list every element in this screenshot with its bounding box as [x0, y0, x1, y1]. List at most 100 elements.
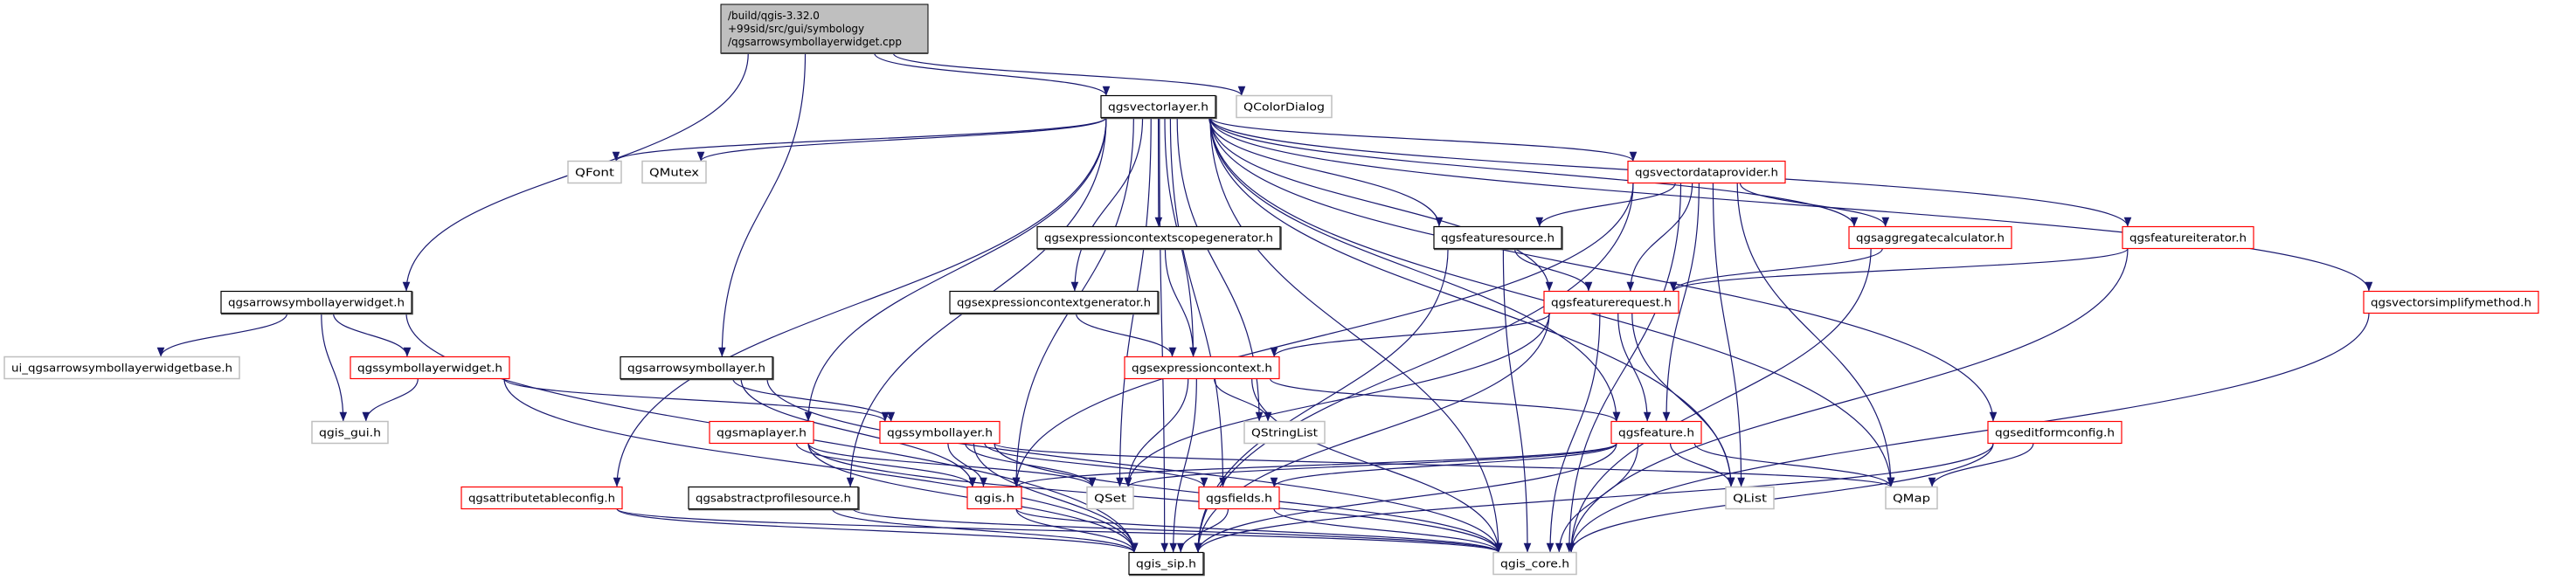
node-shadow [689, 487, 860, 511]
edge-qgsvectorlayer-to-qgsexpressioncontextgenerator [1070, 117, 1144, 292]
edge-qgsvectordataprovider-to-qgis_core [1565, 183, 1682, 553]
node-qgis[interactable]: qgis.h [966, 486, 1022, 510]
node-qgsattributetableconfig[interactable]: qgsattributetableconfig.h [460, 486, 623, 510]
node-qgssymbollayer[interactable]: qgssymbollayer.h [879, 420, 1001, 445]
edge-qgsfeatureiterator-to-qgsfeaturerequest [1669, 247, 2129, 293]
node-qgsfeatureiterator[interactable]: qgsfeatureiterator.h [2122, 225, 2254, 250]
edge-qgsarrowsymbollayerwidget-to-qgssymbollayerwidget [332, 313, 412, 357]
node-qgseditformconfig[interactable]: qgseditformconfig.h [1987, 420, 2122, 445]
node-box [641, 160, 707, 184]
root-label-line-2: +99sid/src/gui/symbology [728, 23, 864, 35]
node-box [1433, 225, 1562, 250]
edge-qgsvectorlayer-to-qgsattributetableconfig [613, 117, 1107, 487]
edge-root-to-qgsarrowsymbollayer [717, 52, 807, 357]
node-label: qgsexpressioncontextscopegenerator.h [1044, 232, 1273, 245]
edge-qgsarrowsymbollayer-to-qgssymbollayer [732, 378, 896, 422]
edge-qgsabstractprofilesource-to-qgis_sip [831, 508, 1139, 553]
edge-qgsvectordataprovider-to-QList [1712, 183, 1745, 487]
node-qgsarrowsymbollayer[interactable]: qgsarrowsymbollayer.h [620, 356, 774, 381]
edge-root-to-QColorDialog [892, 52, 1246, 96]
node-QColorDialog[interactable]: QColorDialog [1236, 94, 1333, 119]
node-qgsarrowsymbollayerwidget[interactable]: qgsarrowsymbollayerwidget.h [220, 290, 413, 315]
edge-qgsvectorlayer-to-qgsvectorsimplifymethod [1209, 117, 2373, 292]
node-label: qgsvectorlayer.h [1108, 101, 1208, 114]
node-qgis_gui[interactable]: qgis_gui.h [311, 420, 389, 445]
edge-qgsvectorlayer-to-QList [1209, 117, 1735, 487]
node-qgis_sip[interactable]: qgis_sip.h [1128, 551, 1205, 577]
edge-qgsvectorlayer-to-qgsfields [1169, 117, 1227, 487]
node-label: qgsfeaturesource.h [1441, 232, 1555, 245]
node-box [2363, 290, 2539, 314]
node-qgsvectorsimplifymethod[interactable]: qgsvectorsimplifymethod.h [2363, 290, 2539, 314]
edge-qgssymbollayer-to-qgis [947, 443, 987, 487]
node-shadow [1037, 226, 1282, 251]
edge-qgsfields-to-qgis_core [1273, 508, 1503, 553]
edge-qgsexpressioncontext-to-qgsfeature [1269, 378, 1621, 422]
root-node[interactable]: /build/qgis-3.32.0 +99sid/src/gui/symbol… [720, 3, 929, 54]
node-qgis_core[interactable]: qgis_core.h [1492, 551, 1577, 576]
edge-qgsexpressioncontext-to-QSet [1124, 378, 1189, 487]
node-label: QMap [1893, 493, 1930, 505]
node-QList[interactable]: QList [1725, 486, 1775, 510]
node-qgssymbollayerwidget[interactable]: qgssymbollayerwidget.h [350, 356, 510, 380]
edge-qgsvectorlayer-to-qgsfeature [1209, 117, 1621, 422]
node-label: qgis.h [974, 493, 1014, 505]
node-QSet[interactable]: QSet [1086, 486, 1134, 510]
node-box [1987, 420, 2122, 445]
edge-qgsvectorlayer-to-QMutex [696, 116, 1107, 162]
edge-qgsfeaturerequest-to-qgis_core [1546, 313, 1601, 553]
node-ui_qgsarrowsymbollayerwidgetbase[interactable]: ui_qgsarrowsymbollayerwidgetbase.h [3, 356, 240, 380]
edge-qgseditformconfig-to-QMap [1928, 443, 2034, 487]
node-qgsexpressioncontextscopegenerator[interactable]: qgsexpressioncontextscopegenerator.h [1036, 225, 1282, 251]
node-box [1236, 94, 1333, 119]
edge-qgis-to-qgis_core [1015, 508, 1503, 554]
edge-qgsmaplayer-to-qgis [795, 443, 977, 487]
edge-qgsfeature-to-QMap [1693, 443, 1895, 487]
node-qgsexpressioncontextgenerator[interactable]: qgsexpressioncontextgenerator.h [949, 290, 1160, 315]
edge-qgsmaplayer-to-qgis_core [807, 443, 1503, 553]
node-box [1243, 420, 1326, 445]
node-qgsfields[interactable]: qgsfields.h [1198, 486, 1280, 510]
node-qgsfeaturesource[interactable]: qgsfeaturesource.h [1433, 225, 1563, 251]
node-label: qgseditformconfig.h [1995, 427, 2115, 439]
node-label: qgsfeature.h [1618, 427, 1694, 439]
node-label: qgsabstractprofilesource.h [696, 493, 851, 505]
edge-qgsvectorlayer-to-qgsvectordataprovider [1209, 116, 1638, 162]
node-shadow [1101, 95, 1217, 120]
node-box [949, 290, 1159, 314]
node-qgsabstractprofilesource[interactable]: qgsabstractprofilesource.h [688, 486, 860, 511]
node-label: QColorDialog [1243, 101, 1325, 114]
edge-qgsexpressioncontext-to-QStringList [1214, 378, 1272, 422]
edge-qgseditformconfig-to-qgis_core [1567, 443, 1994, 553]
node-QMap[interactable]: QMap [1885, 486, 1938, 510]
node-qgsaggregatecalculator[interactable]: qgsaggregatecalculator.h [1848, 225, 2012, 250]
node-qgsvectorlayer[interactable]: qgsvectorlayer.h [1100, 94, 1217, 120]
edge-qgis-to-qgis_sip [1015, 508, 1139, 553]
node-box [1198, 486, 1280, 510]
edges-layer [156, 52, 2373, 554]
node-label: qgssymbollayer.h [887, 427, 993, 439]
node-qgsmaplayer[interactable]: qgsmaplayer.h [709, 420, 814, 445]
edge-qgsexpressioncontextscopegenerator-to-qgsexpressioncontext [1164, 248, 1197, 357]
node-qgsfeature[interactable]: qgsfeature.h [1610, 420, 1702, 445]
root-label-line-3: /qgsarrowsymbollayerwidget.cpp [728, 36, 902, 48]
node-qgsfeaturerequest[interactable]: qgsfeaturerequest.h [1543, 290, 1679, 314]
edge-qgsvectorlayer-to-qgsmaplayer [804, 117, 1107, 422]
node-label: qgsfields.h [1206, 493, 1272, 505]
node-box [2122, 225, 2254, 250]
edge-qgsfields-to-qgis_sip [1176, 508, 1229, 553]
edge-qgsattributetableconfig-to-qgis_sip [616, 508, 1139, 554]
node-QFont[interactable]: QFont [567, 160, 622, 184]
nodes-layer: /build/qgis-3.32.0 +99sid/src/gui/symbol… [3, 3, 2539, 577]
edge-qgsaggregatecalculator-to-qgis_core [1567, 248, 1872, 553]
node-label: qgis_sip.h [1136, 558, 1196, 570]
node-qgsvectordataprovider[interactable]: qgsvectordataprovider.h [1627, 160, 1786, 184]
node-QMutex[interactable]: QMutex [641, 160, 707, 184]
edge-qgsvectordataprovider-to-QMap [1736, 183, 1895, 487]
node-box [879, 420, 1001, 445]
node-label: qgsmaplayer.h [717, 427, 807, 439]
node-QStringList[interactable]: QStringList [1243, 420, 1326, 445]
node-qgsexpressioncontext[interactable]: qgsexpressioncontext.h [1124, 356, 1280, 380]
edge-qgseditformconfig-to-qgis_sip [1194, 443, 1994, 553]
